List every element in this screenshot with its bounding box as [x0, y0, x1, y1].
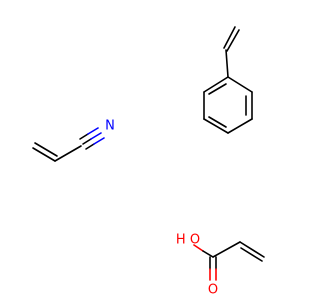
styrene-molecule	[203, 26, 253, 134]
nitrile-triple-bond-carbon-side	[79, 133, 89, 140]
styrene-vinyl-double-bond-2	[223, 26, 236, 49]
ring-bond	[203, 118, 229, 134]
ring-bond	[227, 76, 253, 93]
carbonyl-oxygen-atom-label: O	[208, 283, 218, 298]
hydroxyl-atom-label: H O	[176, 233, 200, 248]
nitrile-triple-bond-nitrogen-side	[90, 132, 102, 140]
acrylic-acid-double-bond	[239, 241, 265, 258]
acrylic-acid-double-bond-2	[240, 247, 263, 262]
ring-inner-double-bond	[208, 83, 227, 95]
benzene-ring	[203, 76, 253, 134]
nitrile-triple-bond-nitrogen-side	[87, 127, 99, 135]
nitrile-triple-bond-nitrogen-side	[93, 137, 105, 145]
nitrile-triple-bond-carbon-side	[85, 143, 95, 150]
ring-bond	[227, 118, 253, 134]
hydroxyl-bond-oxygen-side	[193, 244, 204, 252]
hydroxyl-bond-carbon-side	[202, 250, 214, 258]
ring-inner-double-bond	[208, 116, 227, 128]
acrylonitrile-molecule: N	[32, 119, 115, 162]
styrene-vinyl-double-bond	[226, 29, 240, 52]
acrylonitrile-single-bond	[54, 145, 82, 162]
structure-diagram: N H O O	[32, 26, 265, 298]
nitrogen-atom-label: N	[105, 119, 115, 134]
ring-bond	[203, 76, 229, 93]
acrylic-acid-molecule: H O O	[176, 233, 265, 298]
acrylonitrile-double-bond	[32, 147, 56, 162]
styrene-vinyl-single-bond	[225, 49, 229, 78]
nitrile-triple-bond-carbon-side	[82, 138, 92, 145]
acrylic-acid-single-bond	[212, 241, 241, 258]
acrylonitrile-double-bond-2	[34, 142, 58, 157]
